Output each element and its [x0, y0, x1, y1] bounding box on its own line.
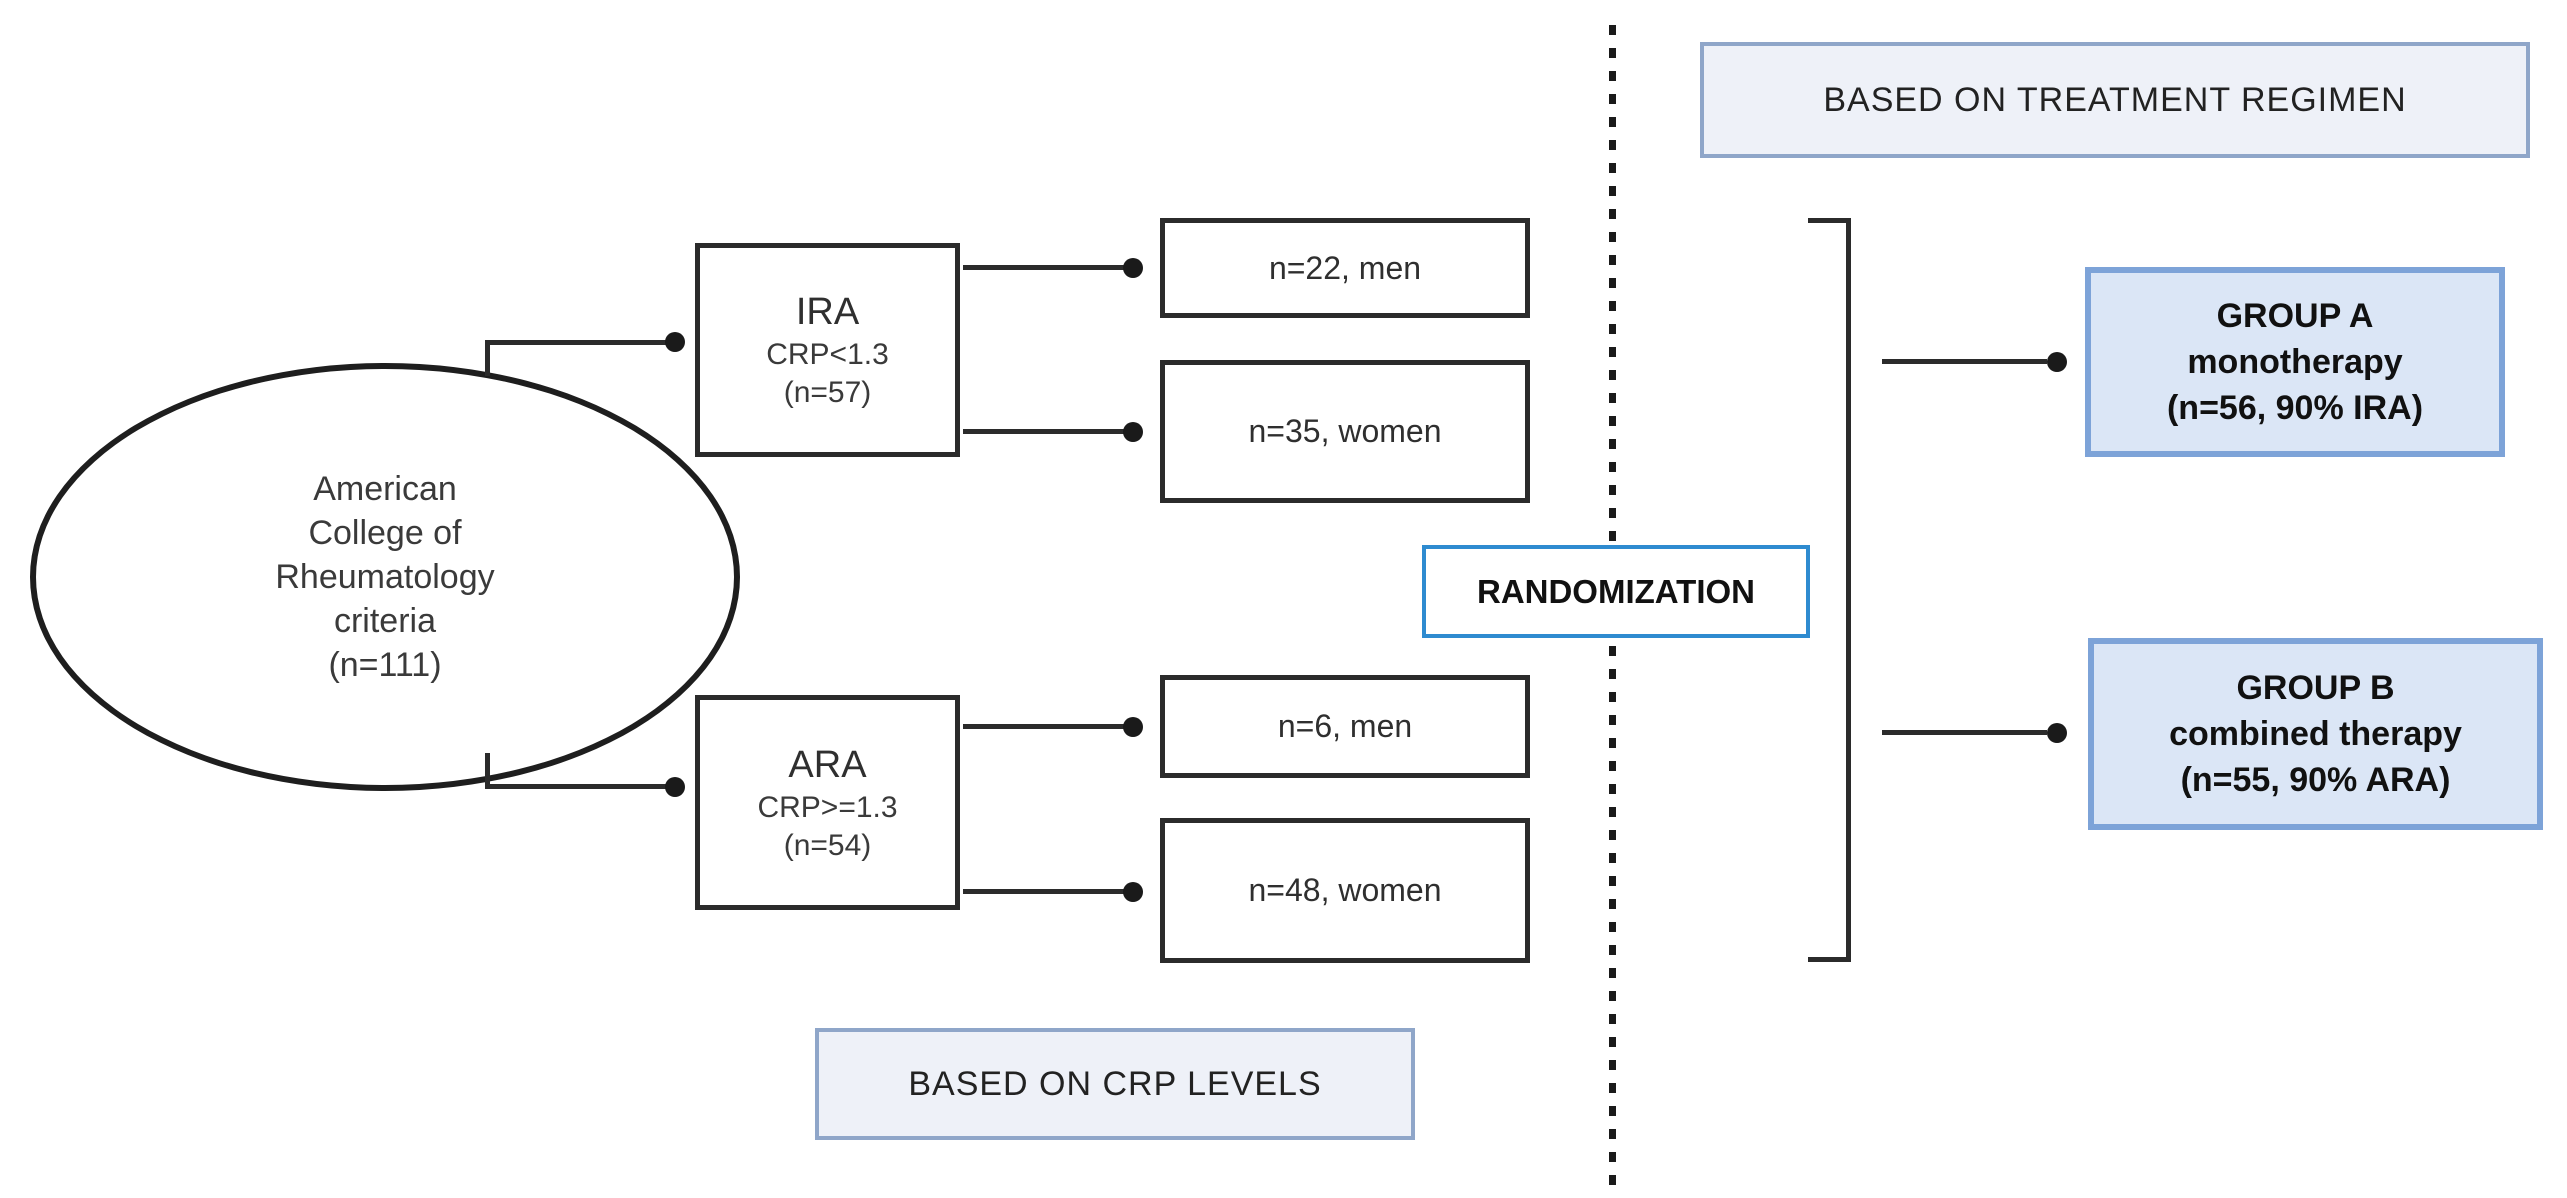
ara-count: (n=54) — [783, 828, 872, 862]
ira-count: (n=57) — [783, 376, 872, 409]
treatment-header-label: BASED ON TREATMENT REGIMEN — [1823, 80, 2407, 119]
connector-dot-ara-men — [1123, 717, 1143, 737]
group-b-line-2: combined therapy — [2169, 715, 2462, 753]
group-a-line-3: (n=56, 90% IRA) — [2166, 389, 2424, 427]
ira-women-box: n=35, women — [1160, 360, 1530, 503]
group-b-box: GROUP B combined therapy (n=55, 90% ARA) — [2088, 638, 2543, 830]
ara-criteria: CRP>=1.3 — [757, 790, 898, 824]
ira-men-label: n=22, men — [1268, 249, 1422, 286]
connector-ara-women — [963, 889, 1133, 894]
connector-dot-ara — [665, 777, 685, 797]
ira-box: IRA CRP<1.3 (n=57) — [695, 243, 960, 457]
acr-line-4: criteria — [333, 602, 437, 640]
group-a-box: GROUP A monotherapy (n=56, 90% IRA) — [2085, 267, 2505, 457]
ira-men-box: n=22, men — [1160, 218, 1530, 318]
connector-dot-ira-women — [1123, 422, 1143, 442]
ira-title: IRA — [795, 291, 860, 333]
connector-dot-group-a — [2047, 352, 2067, 372]
acr-line-3: Rheumatology — [275, 558, 495, 596]
crp-header-label: BASED ON CRP LEVELS — [908, 1064, 1322, 1103]
connector-dot-ara-women — [1123, 882, 1143, 902]
acr-criteria-ellipse: American College of Rheumatology criteri… — [30, 363, 740, 791]
ara-title: ARA — [788, 743, 867, 786]
ara-box: ARA CRP>=1.3 (n=54) — [695, 695, 960, 910]
connector-ellipse-ira-horizontal — [485, 340, 675, 345]
bracket-tick-top — [1808, 218, 1851, 223]
connector-dot-ira-men — [1123, 258, 1143, 278]
connector-dot-ira — [665, 332, 685, 352]
acr-line-1: American — [313, 470, 457, 508]
group-b-line-1: GROUP B — [2236, 669, 2395, 707]
connector-ellipse-ira-vertical — [485, 340, 490, 376]
connector-group-a — [1882, 359, 2047, 364]
connector-group-b — [1882, 730, 2047, 735]
connector-ara-men — [963, 724, 1133, 729]
ara-men-label: n=6, men — [1277, 708, 1413, 744]
connector-ira-women — [963, 429, 1133, 434]
crp-header-box: BASED ON CRP LEVELS — [815, 1028, 1415, 1140]
randomization-box: RANDOMIZATION — [1422, 545, 1810, 638]
randomization-label: RANDOMIZATION — [1476, 572, 1756, 610]
connector-ellipse-ara-vertical — [485, 753, 490, 789]
acr-line-5: (n=111) — [328, 646, 442, 684]
acr-line-2: College of — [308, 514, 462, 552]
connector-dot-group-b — [2047, 723, 2067, 743]
ira-women-label: n=35, women — [1248, 413, 1442, 449]
group-a-line-2: monotherapy — [2187, 343, 2403, 381]
bracket-tick-bottom — [1808, 957, 1851, 962]
group-b-line-3: (n=55, 90% ARA) — [2180, 761, 2451, 799]
group-a-line-1: GROUP A — [2216, 297, 2374, 335]
ara-women-box: n=48, women — [1160, 818, 1530, 963]
treatment-header-box: BASED ON TREATMENT REGIMEN — [1700, 42, 2530, 158]
connector-ellipse-ara-horizontal — [485, 784, 675, 789]
connector-ira-men — [963, 265, 1133, 270]
ara-men-box: n=6, men — [1160, 675, 1530, 778]
ira-criteria: CRP<1.3 — [766, 338, 889, 371]
ara-women-label: n=48, women — [1248, 872, 1442, 908]
bracket-vertical — [1846, 218, 1851, 962]
